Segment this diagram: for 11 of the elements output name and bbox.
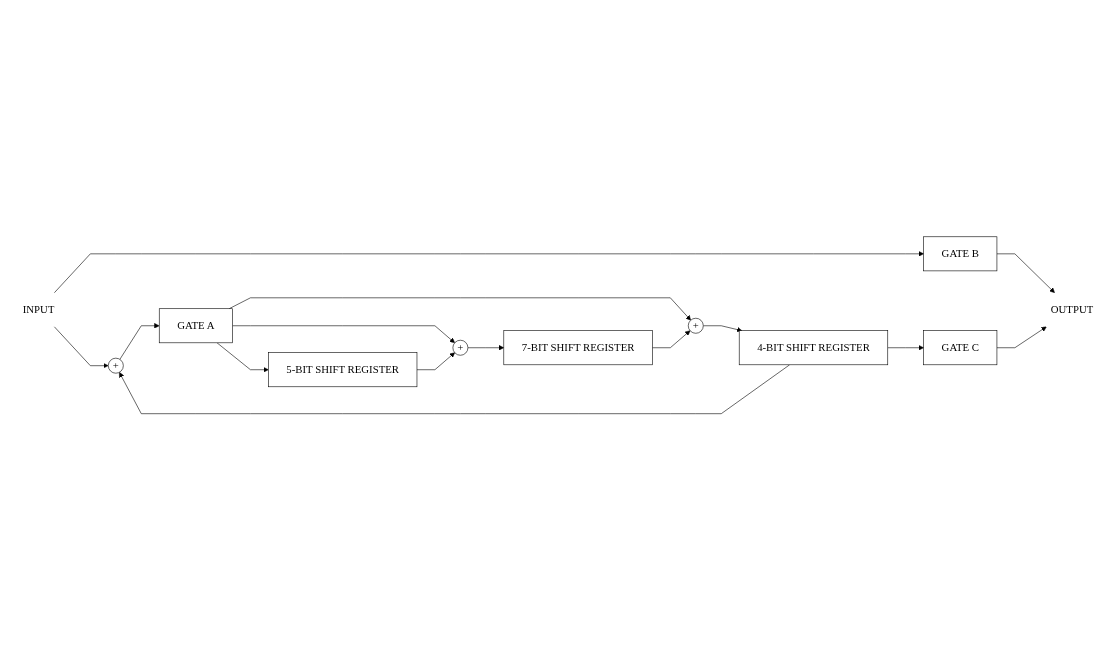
node-box: GATE B — [923, 236, 998, 271]
node-circle: + — [452, 339, 469, 356]
node-box: 4-BIT SHIFT REGISTER — [738, 330, 889, 365]
node-circle: + — [687, 317, 704, 334]
node-box: GATE A — [158, 308, 233, 343]
node-text: OUTPUT — [1050, 303, 1094, 316]
node-box: GATE C — [923, 330, 998, 365]
node-text: INPUT — [22, 303, 55, 316]
node-box: 7-BIT SHIFT REGISTER — [503, 330, 653, 365]
node-box: 5-BIT SHIFT REGISTER — [268, 352, 418, 387]
node-circle: + — [108, 357, 124, 374]
